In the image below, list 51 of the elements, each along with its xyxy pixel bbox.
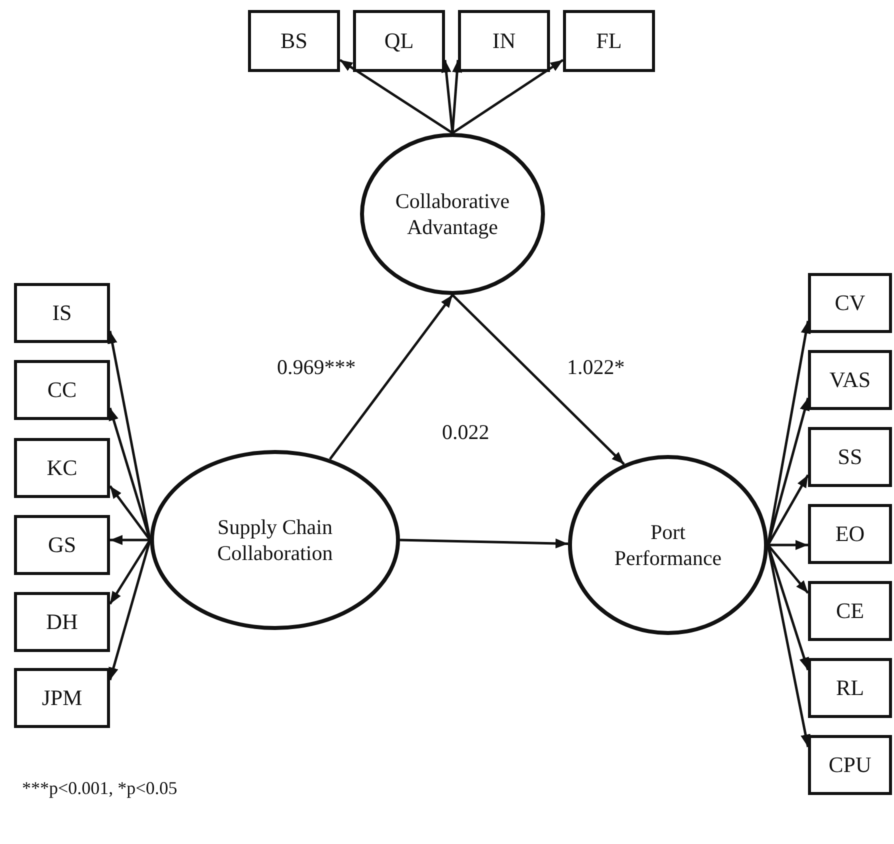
indicator-box [808,273,892,333]
path-arrow [768,540,808,550]
indicator-box [808,350,892,410]
path-arrow [451,60,462,134]
path-arrow [108,539,152,605]
indicator-box [14,668,110,728]
node-label: Port Performance [613,518,723,572]
node-label: CE [836,597,864,625]
node-label: JPM [42,684,82,712]
indicator-box [808,427,892,487]
node-label: Collaborative Advantage [394,188,511,240]
path-arrow [441,60,454,134]
path-arrow [452,294,625,466]
indicator-box [808,581,892,641]
indicator-box [808,504,892,564]
indicator-box [14,283,110,343]
indicator-box [14,360,110,420]
node-label: IN [492,27,516,55]
node-label: RL [836,674,864,702]
node-label: IS [52,299,72,327]
path-arrow [109,485,151,541]
indicator-box [14,438,110,498]
node-label: VAS [829,366,871,394]
path-arrow [110,535,150,545]
indicator-box [563,10,655,72]
indicator-box [808,735,892,795]
indicator-box [248,10,340,72]
path-arrow [766,474,810,546]
path-arrow [452,58,564,134]
node-label: CPU [828,751,872,779]
indicator-box [14,515,110,575]
node-label: BS [280,27,308,55]
node-label: QL [384,27,414,55]
node-label: DH [46,608,78,636]
indicator-box [808,658,892,718]
indicator-box [353,10,445,72]
path-arrow [400,538,568,548]
node-label: GS [48,531,76,559]
indicator-box [14,592,110,652]
node-label: CC [47,376,77,404]
path-arrow [339,58,454,134]
node-label: EO [835,520,865,548]
path-arrow [767,544,809,594]
path-arrow [329,294,454,460]
significance-note: ***p<0.001, *p<0.05 [22,778,178,799]
node-label: FL [596,27,622,55]
node-label: KC [46,454,78,482]
node-label: SS [838,443,862,471]
indicator-box [458,10,550,72]
node-label: Supply Chain Collaboration [216,514,334,566]
node-label: CV [834,289,866,317]
